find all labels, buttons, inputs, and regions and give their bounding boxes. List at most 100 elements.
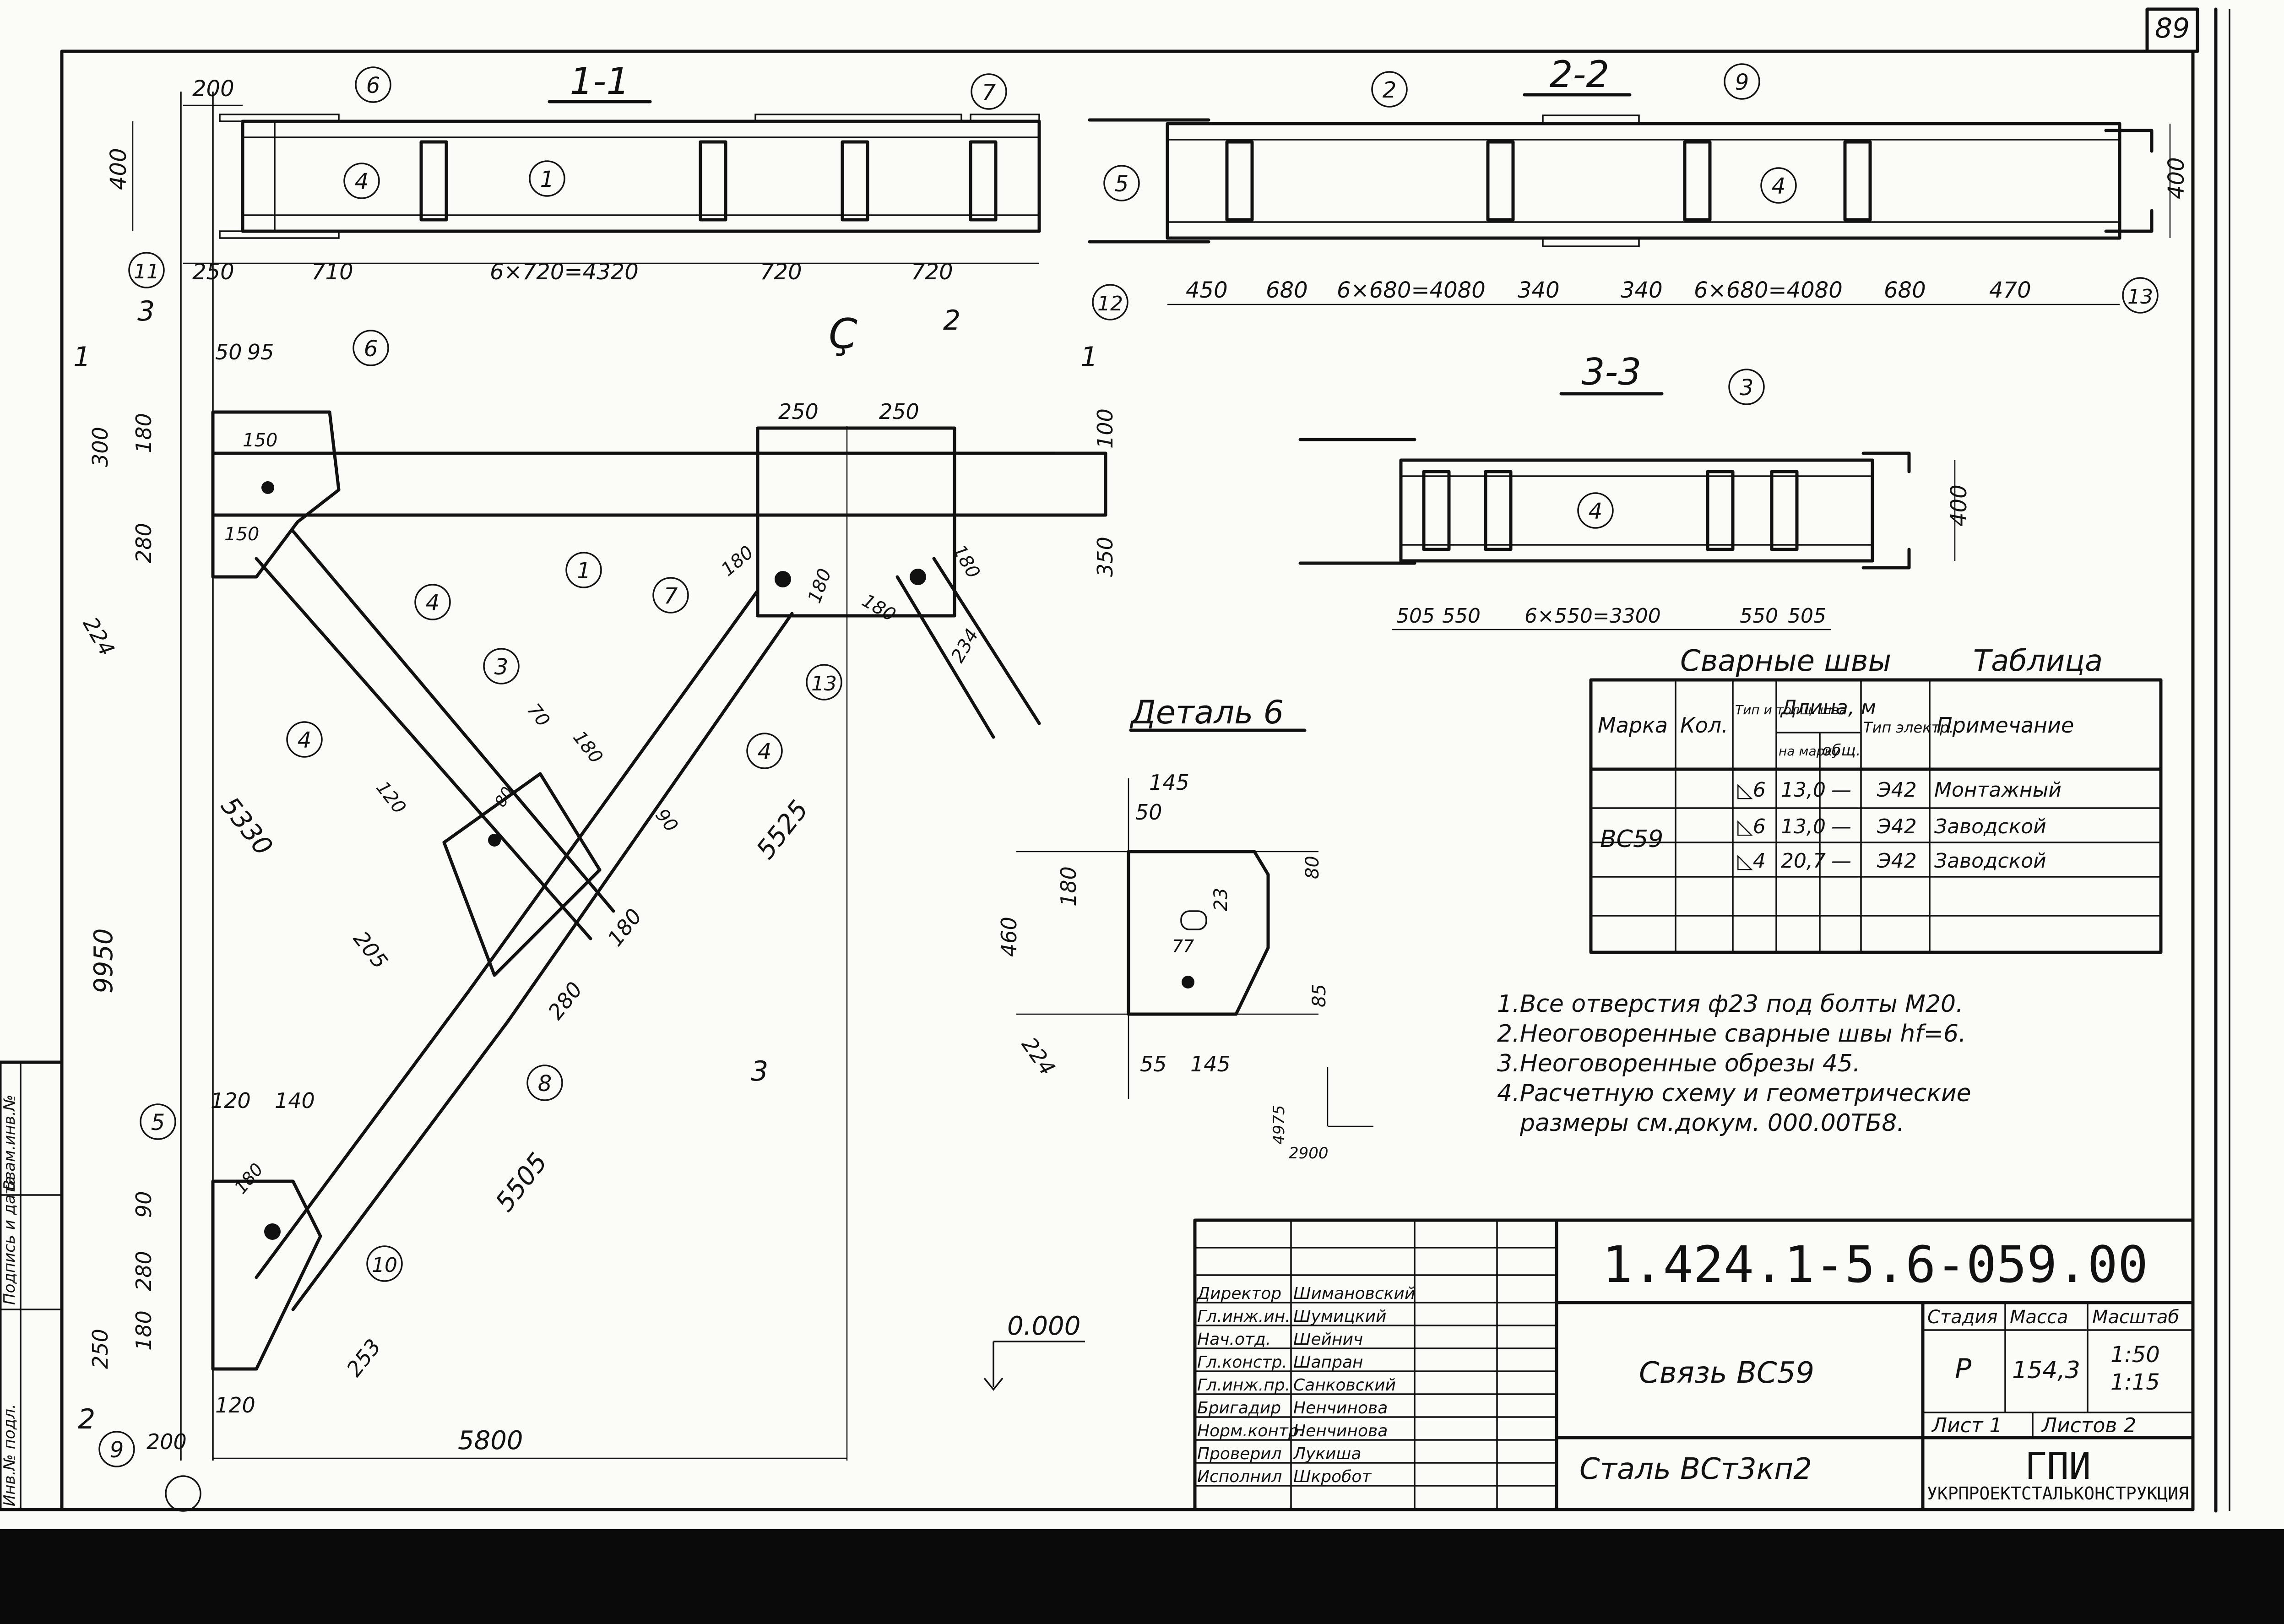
s22-dim-4080a: 6×680=4080 <box>1337 277 1486 303</box>
el-dim-180d: 180 <box>858 590 899 626</box>
pos-5b: 5 <box>151 1110 165 1135</box>
detail-6: Деталь 6 145 50 180 80 460 23 77 85 224 … <box>997 694 1373 1162</box>
s22-dim-450: 450 <box>1186 277 1228 303</box>
staff-name-0: Шимановский <box>1293 1284 1415 1303</box>
el-dim-200: 200 <box>146 1429 187 1454</box>
section-mark-1-right: 1 <box>1080 341 1098 373</box>
wt-r2-per: 13,0 <box>1781 815 1826 838</box>
weld-table: Сварные швы Таблица Марка Кол. Тип и тол… <box>1589 644 2163 954</box>
s22-dim-680b: 680 <box>1884 277 1926 303</box>
note-3: 3.Неоговоренные обрезы 45. <box>1497 1050 1861 1077</box>
pos-1a: 1 <box>540 167 554 192</box>
staff-role-8: Исполнил <box>1197 1467 1282 1486</box>
s33-dim-550a: 550 <box>1442 604 1481 628</box>
s11-dim-4320: 6×720=4320 <box>490 259 639 285</box>
note-2: 2.Неоговоренные сварные швы hf=6. <box>1497 1020 1966 1048</box>
wt-r1-el: Э42 <box>1877 778 1917 802</box>
pos-7a: 7 <box>982 80 996 105</box>
el-dim-253: 253 <box>342 1334 386 1381</box>
el-dim-350: 350 <box>1093 537 1118 577</box>
section-3-3: 3-3 400 505 550 6×550=3300 550 505 <box>1298 351 1972 630</box>
staff-name-2: Шейнич <box>1293 1330 1363 1349</box>
staff-name-4: Санковский <box>1293 1376 1396 1395</box>
el-dim-95: 95 <box>247 340 274 364</box>
stage-value: Р <box>1955 1353 1972 1385</box>
el-dim-180b: 180 <box>717 542 758 580</box>
main-elevation: 0.000 1 1 2 2 3 3 Ç 50 95 300 180 280 15… <box>73 92 1118 1512</box>
scan-bottom-bar <box>0 1529 2284 1624</box>
s33-dim-550b: 550 <box>1740 604 1778 628</box>
weld-table-title-left: Сварные швы <box>1680 644 1891 678</box>
s22-dim-400: 400 <box>2164 157 2189 199</box>
d6-2900: 2900 <box>1289 1144 1329 1162</box>
pos-4a: 4 <box>355 169 369 195</box>
wt-r2-el: Э42 <box>1877 815 1917 838</box>
wt-h-qty: Кол. <box>1680 713 1728 738</box>
el-dim-120b: 120 <box>211 1088 251 1113</box>
s22-dim-4080b: 6×680=4080 <box>1694 277 1843 303</box>
el-dim-150a: 150 <box>243 430 277 451</box>
general-notes: 1.Все отверстия ф23 под болты М20. 2.Нео… <box>1497 990 1971 1137</box>
wt-h-electrode: Тип электр. <box>1863 719 1954 736</box>
el-dim-50: 50 <box>215 340 242 364</box>
el-dim-250b: 250 <box>879 399 919 424</box>
s11-dim-720a: 720 <box>760 259 802 285</box>
wt-r3-per: 20,7 <box>1781 849 1826 873</box>
el-dim-5800: 5800 <box>458 1426 523 1456</box>
scale-value-1: 1:50 <box>2110 1342 2160 1368</box>
el-dim-300: 300 <box>88 427 113 467</box>
section-mark-2-top: 2 <box>943 304 960 337</box>
pos-2: 2 <box>1383 77 1397 103</box>
el-dim-180g: 180 <box>602 904 647 951</box>
d6-55: 55 <box>1140 1052 1167 1076</box>
pos-6a: 6 <box>366 73 380 98</box>
bolt-hole <box>488 834 501 847</box>
el-dim-5525: 5525 <box>751 795 814 864</box>
scale-value-2: 1:15 <box>2110 1369 2160 1395</box>
section-3-3-title: 3-3 <box>1582 351 1642 393</box>
staff-role-6: Норм.контр. <box>1197 1422 1304 1440</box>
wt-mark: ВС59 <box>1600 826 1663 853</box>
wt-r1-note: Монтажный <box>1934 778 2062 802</box>
weld-table-title-right: Таблица <box>1973 644 2103 678</box>
scale-label: Масштаб <box>2092 1307 2179 1328</box>
pos-4f: 4 <box>758 739 772 765</box>
wt-h-length-per: на марку <box>1779 744 1840 759</box>
pos-3b: 3 <box>494 654 509 680</box>
pos-13a: 13 <box>2127 285 2153 309</box>
pos-10: 10 <box>372 1254 397 1277</box>
position-callouts: 6 7 4 1 11 2 9 5 4 12 13 3 4 6 1 4 7 13 … <box>98 63 2159 1467</box>
stamp-replace: Взам.инв.№ <box>0 1095 19 1190</box>
staff-role-2: Нач.отд. <box>1197 1330 1271 1349</box>
staff-name-5: Ненчинова <box>1293 1399 1388 1418</box>
el-dim-250c: 250 <box>88 1329 113 1369</box>
note-5: размеры см.докум. 000.00ТБ8. <box>1519 1109 1904 1137</box>
wt-h-type: Тип и толщ. шва <box>1735 702 1847 717</box>
pos-5a: 5 <box>1115 171 1129 197</box>
el-dim-100: 100 <box>1093 408 1118 449</box>
pos-4e: 4 <box>298 728 312 753</box>
section-2-2: 2-2 400 450 680 6×680=4080 340 340 6×680… <box>1088 53 2189 305</box>
staff-role-3: Гл.констр. <box>1197 1353 1287 1372</box>
sheets-label: Листов 2 <box>2041 1414 2136 1437</box>
staff-role-1: Гл.инж.ин. <box>1197 1307 1291 1326</box>
bolt-hole <box>775 571 791 587</box>
staff-name-1: Шумицкий <box>1293 1307 1386 1326</box>
title-block: Директор Шимановский Гл.инж.ин. Шумицкий… <box>1193 1218 2195 1511</box>
el-dim-180c: 180 <box>804 566 835 606</box>
wt-r3-note: Заводской <box>1934 849 2046 873</box>
axis-mark: Ç <box>829 310 857 358</box>
s22-dim-340a: 340 <box>1518 277 1560 303</box>
el-dim-205: 205 <box>348 927 393 973</box>
d6-460: 460 <box>997 917 1021 957</box>
el-dim-70: 70 <box>523 700 554 731</box>
el-dim-224: 224 <box>78 613 119 660</box>
d6-85: 85 <box>1309 984 1330 1007</box>
el-dim-180f: 180 <box>569 727 607 767</box>
pos-6b: 6 <box>364 336 378 362</box>
pos-4c: 4 <box>1589 499 1603 524</box>
side-stamp: Взам.инв.№ Подпись и дата Инв.№ подл. <box>0 1060 64 1511</box>
stamp-inv: Инв.№ подл. <box>0 1404 19 1506</box>
